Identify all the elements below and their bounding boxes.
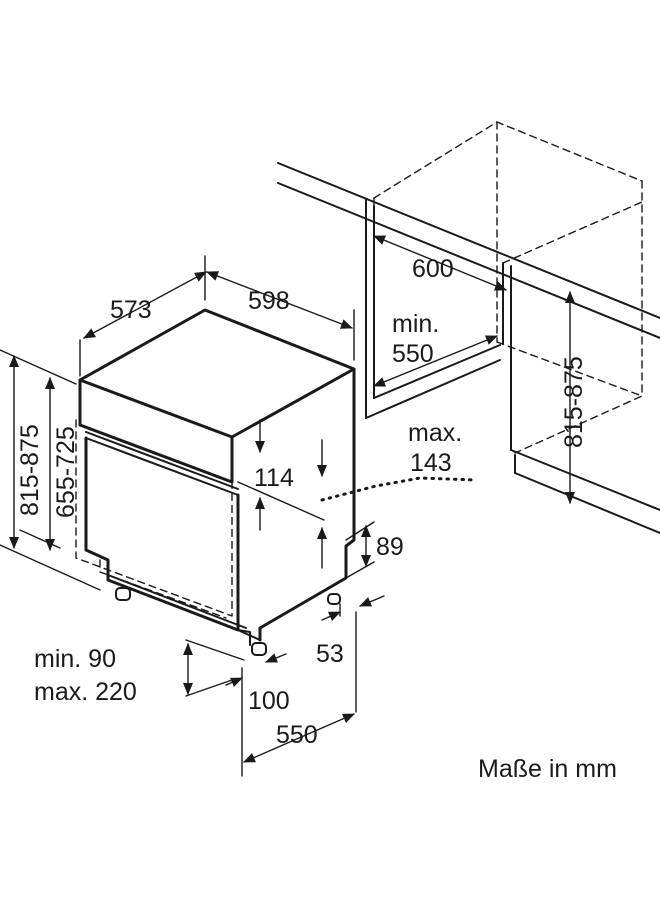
niche-drawing <box>277 121 660 534</box>
label-plinth-min: min. 90 <box>34 645 116 673</box>
label-height-range-left: 815-875 <box>16 424 44 516</box>
label-panel-max: max. <box>408 419 462 447</box>
label-plinth-max: max. 220 <box>34 678 137 706</box>
label-foot-100: 100 <box>248 687 290 715</box>
label-panel-143: 143 <box>410 449 452 477</box>
dishwasher-drawing <box>75 308 356 656</box>
label-plinth-89: 89 <box>376 533 404 561</box>
label-width-598: 598 <box>248 287 290 315</box>
label-niche-height-range: 815-875 <box>560 356 588 448</box>
label-units-note: Maße in mm <box>478 755 617 783</box>
label-panel-114: 114 <box>254 464 294 492</box>
label-niche-depth-min: min. <box>392 310 439 338</box>
label-foot-53: 53 <box>316 640 344 668</box>
label-base-550: 550 <box>276 721 318 749</box>
label-depth-573: 573 <box>110 296 152 324</box>
label-niche-depth-550: 550 <box>392 340 434 368</box>
label-niche-width-600: 600 <box>412 255 454 283</box>
dishwasher-dimensions <box>0 255 478 777</box>
label-height-range-inner: 655-725 <box>52 426 80 518</box>
